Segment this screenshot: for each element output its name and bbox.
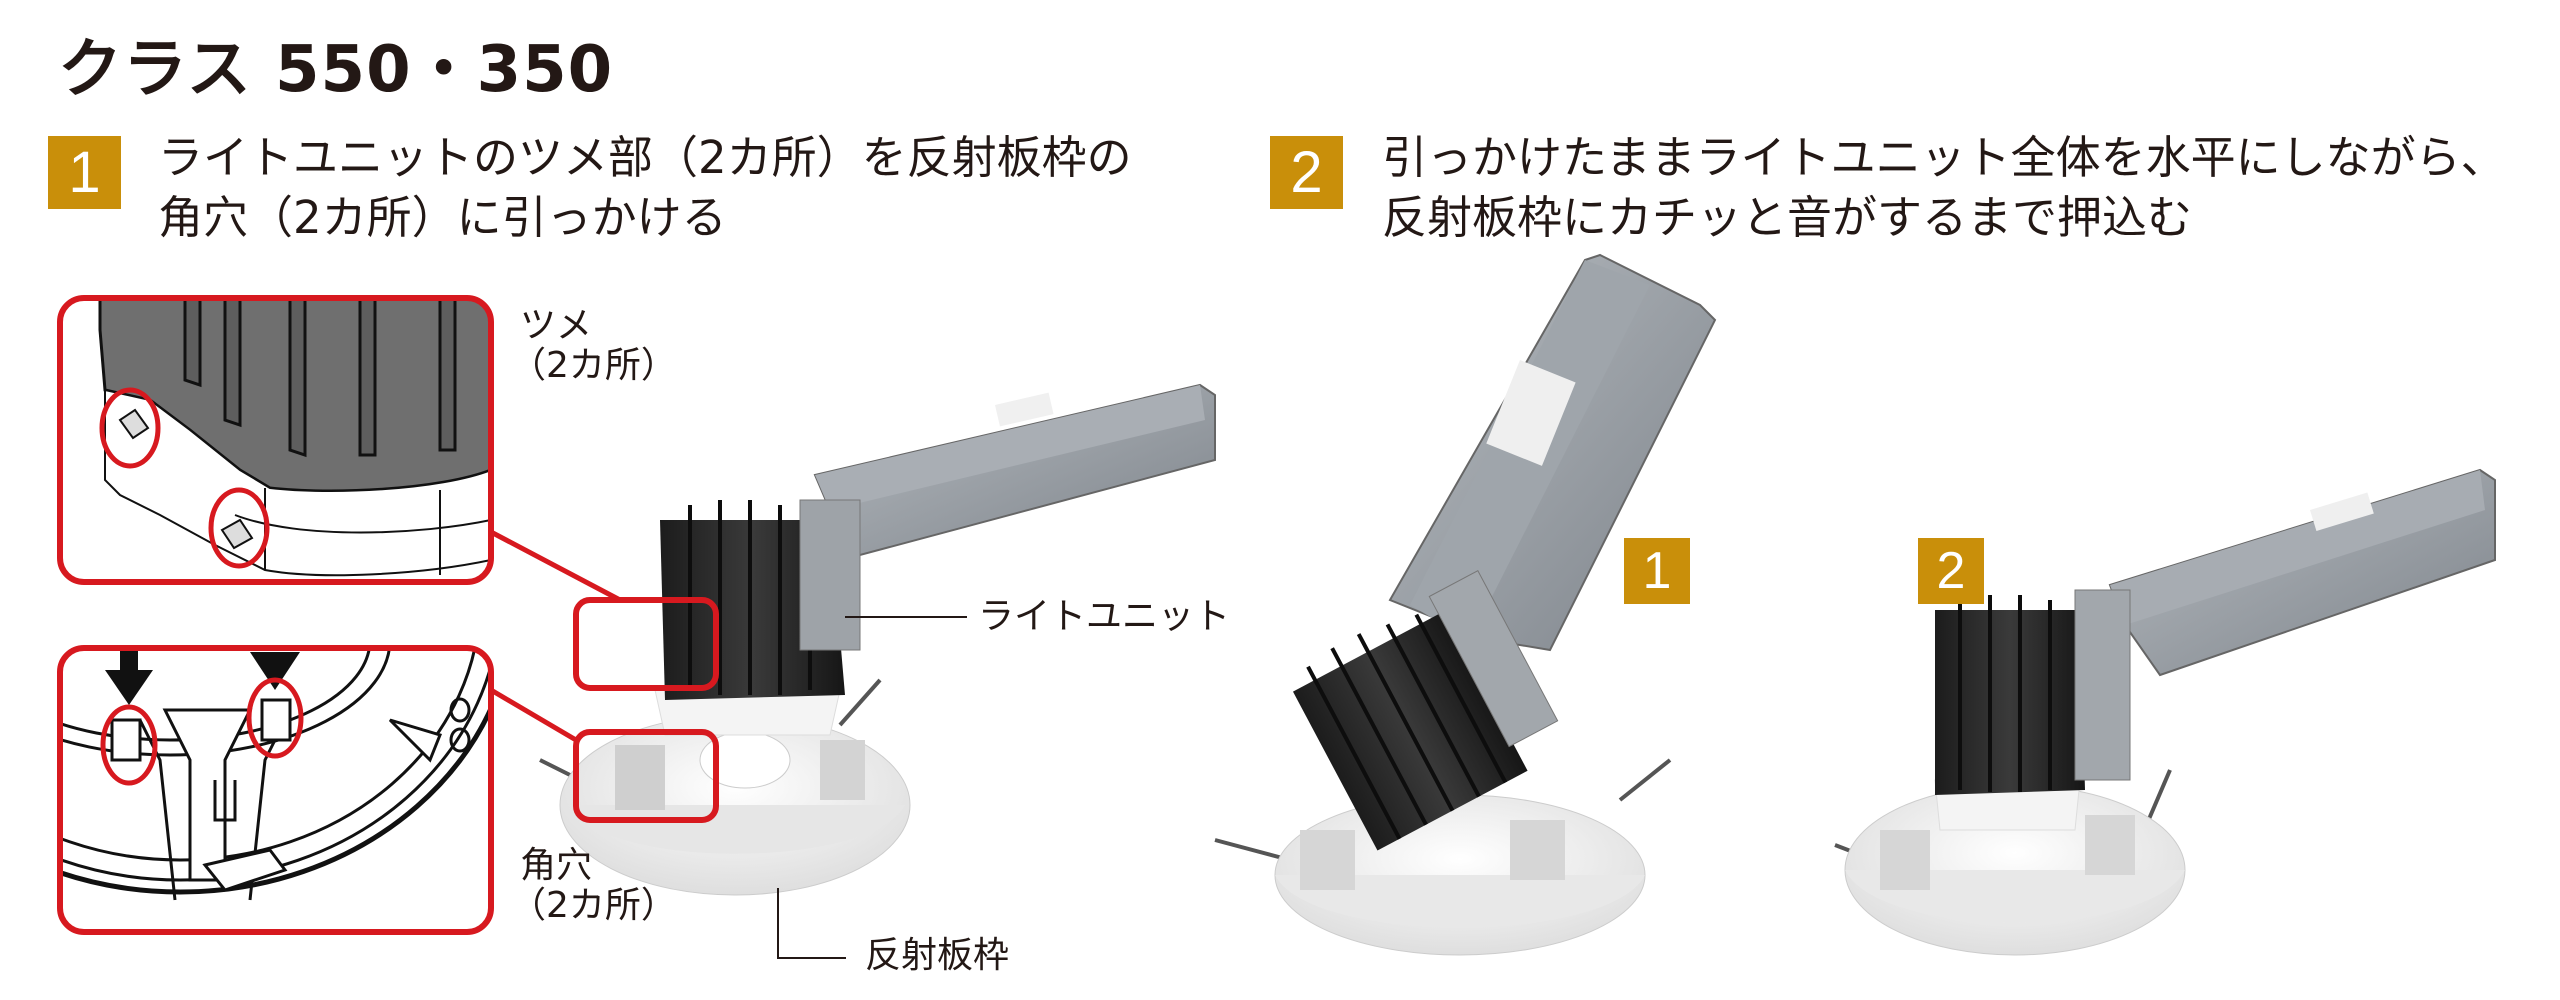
kakuana-location-box xyxy=(573,729,719,823)
step-1-badge: 1 xyxy=(48,136,121,209)
step-2-line-1: 引っかけたままライトユニット全体を水平にしながら、 xyxy=(1382,131,2506,184)
step-1-line-1: ライトユニットのツメ部（2カ所）を反射板枠の xyxy=(158,131,1132,184)
down-arrow-icon xyxy=(105,648,153,705)
step-2-instruction: 引っかけたままライトユニット全体を水平にしながら、 反射板枠にカチッと音がするま… xyxy=(1382,128,2506,248)
tsume-highlight-circle-1 xyxy=(99,387,161,469)
kakuana-connector-line xyxy=(489,687,578,743)
kakuana-detail-callout xyxy=(57,645,494,935)
step-1-product-image xyxy=(539,383,1216,896)
light-unit-label: ライトユニット xyxy=(978,596,1231,637)
substep-2-badge: 2 xyxy=(1918,538,1984,604)
substep-2-product-image xyxy=(1834,468,2496,956)
tsume-label-line-1: ツメ xyxy=(520,305,593,346)
kakuana-highlight-circle-1 xyxy=(100,704,158,786)
step-2-line-2: 反射板枠にカチッと音がするまで押込む xyxy=(1382,191,2193,244)
reflector-frame-label: 反射板枠 xyxy=(865,935,1010,976)
step-2-number: 2 xyxy=(1290,140,1323,205)
tsume-detail-callout xyxy=(57,295,494,585)
kakuana-label-line-1: 角穴 xyxy=(520,845,593,886)
step-1-instruction: ライトユニットのツメ部（2カ所）を反射板枠の 角穴（2カ所）に引っかける xyxy=(158,128,1132,248)
tsume-location-box xyxy=(573,597,719,691)
tsume-connector-line xyxy=(489,529,622,603)
tsume-label: ツメ （2カ所） xyxy=(510,305,677,386)
kakuana-label: 角穴 （2カ所） xyxy=(510,845,677,926)
substep-2-number: 2 xyxy=(1936,542,1966,600)
page-title: クラス 550・350 xyxy=(58,33,614,107)
substep-1-number: 1 xyxy=(1642,542,1672,600)
down-arrow-icon xyxy=(250,652,300,690)
reflector-frame-leader-line xyxy=(777,888,846,959)
kakuana-label-line-2: （2カ所） xyxy=(510,885,677,926)
step-2-badge: 2 xyxy=(1270,136,1343,209)
tsume-highlight-circle-2 xyxy=(208,487,270,569)
substep-1-badge: 1 xyxy=(1624,538,1690,604)
step-1-line-2: 角穴（2カ所）に引っかける xyxy=(158,191,727,244)
substep-1-product-image xyxy=(1214,253,1717,956)
kakuana-highlight-circle-2 xyxy=(246,677,304,759)
tsume-label-line-2: （2カ所） xyxy=(510,345,677,386)
step-1-number: 1 xyxy=(68,140,101,205)
